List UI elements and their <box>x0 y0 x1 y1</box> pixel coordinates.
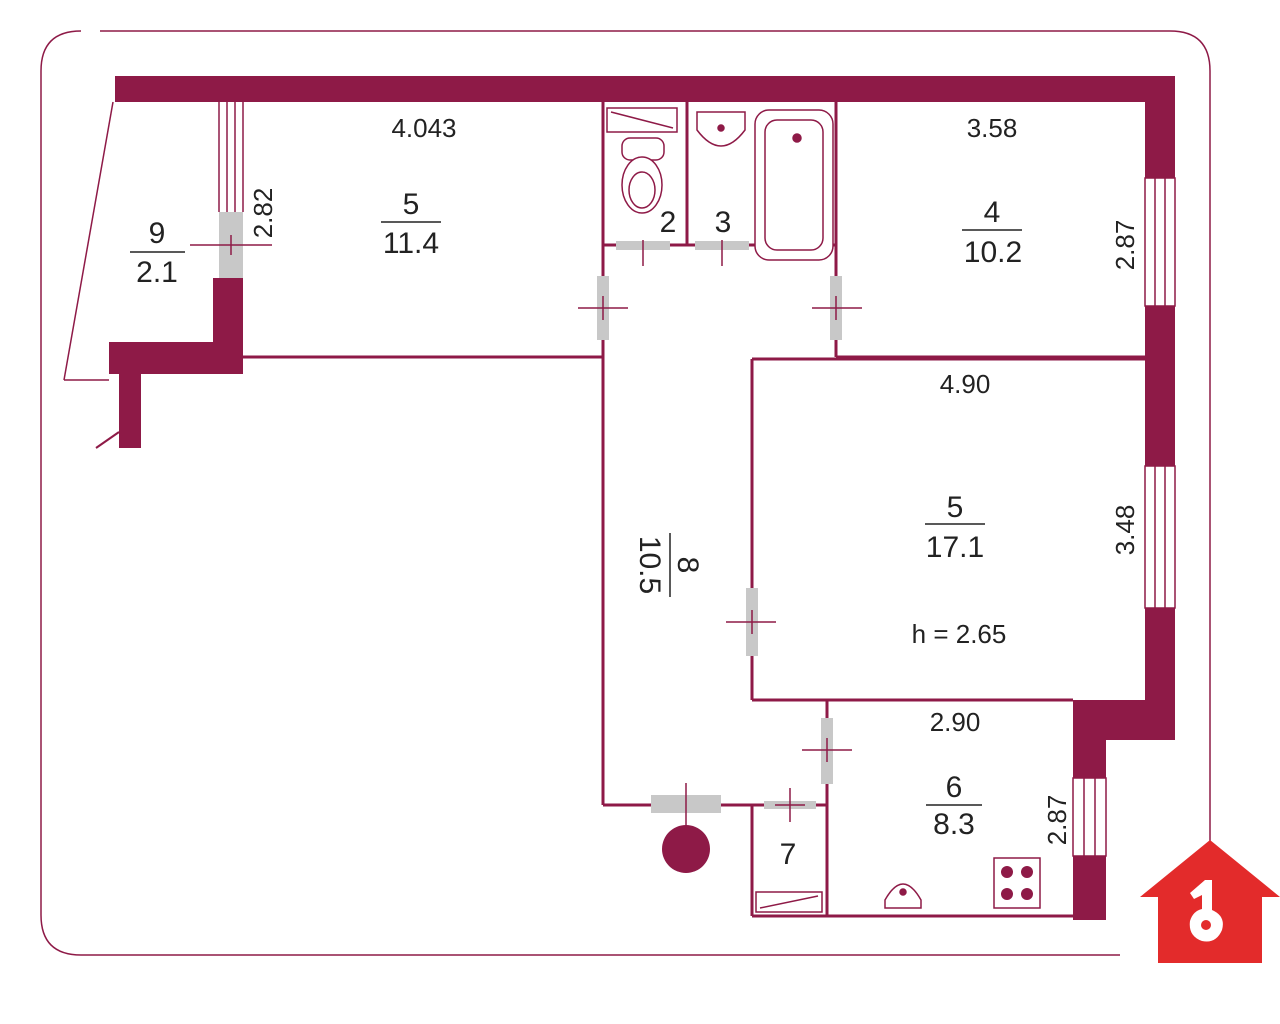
dim-room-6-width: 2.90 <box>930 707 981 737</box>
sink-icon <box>696 111 746 147</box>
room-9-number: 9 <box>149 217 166 250</box>
dim-room-5b-width: 4.90 <box>940 369 991 399</box>
room-7-number: 7 <box>780 838 797 871</box>
dim-room-6-height: 2.87 <box>1042 795 1072 846</box>
room-8-area: 10.5 <box>633 536 666 594</box>
dim-room-4-height: 2.87 <box>1110 220 1140 271</box>
room-6-number: 6 <box>946 771 963 804</box>
room-9-area: 2.1 <box>136 256 178 289</box>
dim-room-9-height: 2.82 <box>248 188 278 239</box>
room-3-number: 3 <box>715 206 732 239</box>
bathtub-icon <box>754 109 834 261</box>
outer-walls <box>109 76 1175 920</box>
door-markers <box>190 235 862 828</box>
house-key-logo <box>1140 840 1280 963</box>
room-5a-area: 11.4 <box>383 227 439 260</box>
doors <box>219 212 842 813</box>
room-8-number: 8 <box>671 557 704 574</box>
dim-room-5a-width: 4.043 <box>391 113 456 143</box>
dim-room-5b-height: 3.48 <box>1110 505 1140 556</box>
toilet-icon <box>606 107 678 214</box>
room-4-number: 4 <box>984 196 1001 229</box>
ceiling-height: h = 2.65 <box>912 619 1007 649</box>
frame-border <box>40 30 1211 956</box>
room-8-label: 8 10.5 <box>633 533 704 597</box>
room-5a-number: 5 <box>403 188 420 221</box>
room-2-number: 2 <box>660 206 677 239</box>
room-5b-area: 17.1 <box>926 531 984 564</box>
room-5b-number: 5 <box>947 491 964 524</box>
stove-icon <box>993 857 1041 909</box>
room-4-area: 10.2 <box>964 236 1022 269</box>
dim-room-4-width: 3.58 <box>967 113 1018 143</box>
riser-icon <box>662 825 710 873</box>
windows <box>226 102 1176 857</box>
room-6-area: 8.3 <box>933 808 975 841</box>
kitchen-sink-icon <box>884 883 922 909</box>
wall-tick <box>95 431 120 449</box>
closet-shelf <box>755 891 823 913</box>
